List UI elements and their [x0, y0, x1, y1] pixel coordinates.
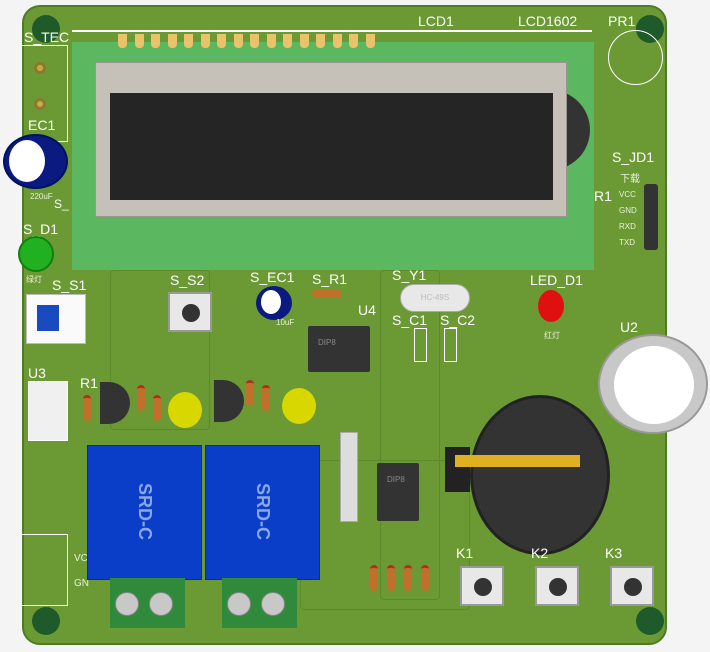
ec1-label: EC1	[28, 117, 56, 133]
electrolytic-capacitor-ec1	[3, 134, 68, 189]
coin-cell-holder	[470, 395, 610, 555]
s-tec-label: S_TEC	[24, 29, 70, 45]
led-d1-note: 红灯	[544, 331, 560, 340]
k3-label: K3	[605, 545, 623, 561]
resistor	[404, 565, 412, 591]
resistor	[137, 385, 145, 411]
u3-label: U3	[28, 365, 46, 381]
ic-dip8: DIP8	[377, 463, 419, 521]
lcd-model-label: LCD1602	[518, 13, 578, 29]
push-button-s2[interactable]	[168, 292, 212, 332]
button-k1[interactable]	[460, 566, 504, 606]
resistor	[83, 395, 91, 421]
sensor-u2	[598, 334, 708, 434]
jd1-note: 下载	[620, 174, 640, 185]
s-d1-note: 绿灯	[26, 275, 42, 284]
slide-switch-s1[interactable]	[26, 294, 86, 344]
relay-k2: SRD-C	[205, 445, 320, 580]
red-led	[538, 290, 564, 322]
screw-terminal	[110, 578, 185, 628]
s-c2-label: S_C2	[440, 312, 476, 328]
mounting-hole	[636, 607, 664, 635]
pin-gnd: GND	[619, 206, 637, 215]
led-d1-label: LED_D1	[530, 272, 583, 288]
s-c1-label: S_C1	[392, 312, 428, 328]
trace	[110, 270, 210, 430]
resistor	[421, 565, 429, 591]
pad	[34, 62, 46, 74]
r1-left-label: R1	[80, 375, 98, 391]
trace	[380, 270, 440, 600]
mounting-hole	[32, 15, 60, 43]
capacitor-s-ec1	[256, 286, 292, 320]
u2-label: U2	[620, 319, 638, 335]
s-ec1-value: 10uF	[276, 318, 295, 327]
pin-txd: TXD	[619, 238, 635, 247]
pr1-label: PR1	[608, 13, 636, 29]
u4-label: U4	[358, 302, 376, 318]
green-led	[18, 236, 54, 272]
screw-terminal	[222, 578, 297, 628]
lcd-screen	[110, 93, 553, 200]
battery-clip	[445, 447, 470, 492]
ic-u4: DIP8	[308, 326, 370, 372]
ec1-value: 220uF	[30, 192, 53, 201]
yellow-led	[168, 392, 202, 428]
lcd-header-pins	[118, 34, 375, 48]
tec-gnd-label: GN	[74, 578, 89, 589]
crystal-y1: HC-49S	[400, 284, 470, 312]
s-r1-label: S_R1	[312, 271, 348, 287]
relay-k1: SRD-C	[87, 445, 202, 580]
download-header	[644, 184, 658, 250]
k2-label: K2	[531, 545, 549, 561]
k1-label: K1	[456, 545, 474, 561]
s-jd1-label: S_JD1	[612, 149, 655, 165]
pad	[34, 98, 46, 110]
button-k2[interactable]	[535, 566, 579, 606]
button-k3[interactable]	[610, 566, 654, 606]
mounting-hole	[32, 607, 60, 635]
resistor	[387, 565, 395, 591]
connector-outline	[22, 534, 68, 606]
crystal	[340, 432, 358, 522]
r1-right-label: R1	[594, 188, 612, 204]
s-s1-label: S_S1	[52, 277, 87, 293]
resistor	[246, 380, 254, 406]
s-ec1-label: S_EC1	[250, 269, 295, 285]
s-s2-label: S_S2	[170, 272, 205, 288]
capacitor-s-c1	[414, 328, 427, 362]
photoresistor-outline	[608, 30, 663, 85]
s-partial-label: S_	[54, 197, 69, 211]
s-y1-label: S_Y1	[392, 267, 427, 283]
pin-vcc: VCC	[619, 190, 636, 199]
resistor	[262, 385, 270, 411]
resistor	[370, 565, 378, 591]
resistor-s-r1	[312, 290, 342, 298]
s-d1-label: S_D1	[23, 221, 59, 237]
capacitor-s-c2	[444, 328, 457, 362]
yellow-led	[282, 388, 316, 424]
resistor	[153, 395, 161, 421]
lcd-outline	[72, 30, 592, 32]
connector-u3	[28, 381, 68, 441]
battery-contact	[455, 455, 580, 467]
lcd-ref-label: LCD1	[418, 13, 454, 29]
pin-rxd: RXD	[619, 222, 636, 231]
tec-vcc-label: VC	[74, 553, 88, 564]
